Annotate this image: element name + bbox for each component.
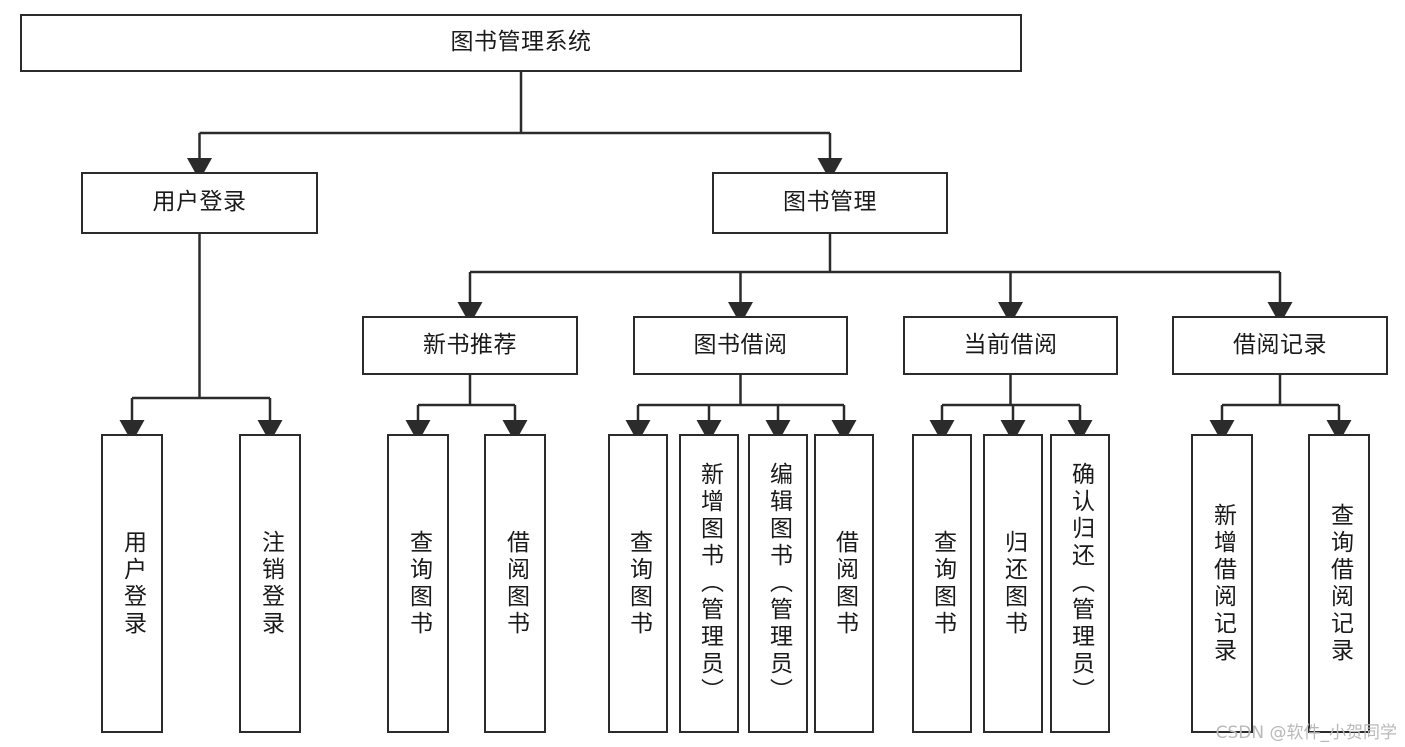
node-user_login[interactable]: 用户登录 — [81, 172, 318, 234]
node-current_borrow[interactable]: 当前借阅 — [903, 316, 1118, 375]
node-label: 用户登录 — [152, 189, 247, 216]
node-leaf_borrow_book_a[interactable]: 借阅图书 — [484, 434, 546, 733]
node-label: 新增图书（管理员） — [696, 462, 723, 705]
node-label: 查询图书 — [625, 529, 652, 638]
node-leaf_confirm_return[interactable]: 确认归还（管理员） — [1050, 434, 1110, 733]
node-root[interactable]: 图书管理系统 — [20, 14, 1022, 72]
node-leaf_query_book_c[interactable]: 查询图书 — [912, 434, 972, 733]
node-leaf_user_login[interactable]: 用户登录 — [101, 434, 163, 733]
node-leaf_query_record[interactable]: 查询借阅记录 — [1308, 434, 1370, 733]
node-label: 当前借阅 — [963, 331, 1058, 358]
node-label: 用户登录 — [119, 529, 146, 638]
node-label: 借阅图书 — [831, 529, 858, 638]
node-book_borrow[interactable]: 图书借阅 — [633, 316, 848, 375]
node-label: 查询图书 — [929, 529, 956, 638]
node-leaf_logout[interactable]: 注销登录 — [239, 434, 301, 733]
node-label: 确认归还（管理员） — [1067, 462, 1094, 705]
node-label: 注销登录 — [257, 529, 284, 638]
node-label: 查询图书 — [405, 529, 432, 638]
node-label: 图书借阅 — [693, 331, 788, 358]
node-label: 新书推荐 — [423, 331, 517, 358]
node-leaf_query_book_a[interactable]: 查询图书 — [387, 434, 449, 733]
node-leaf_add_record[interactable]: 新增借阅记录 — [1191, 434, 1253, 733]
node-label: 查询借阅记录 — [1326, 502, 1353, 665]
node-label: 图书管理 — [783, 189, 877, 216]
node-leaf_return_book[interactable]: 归还图书 — [983, 434, 1043, 733]
node-leaf_add_book[interactable]: 新增图书（管理员） — [679, 434, 739, 733]
node-label: 图书管理系统 — [450, 29, 592, 56]
node-label: 借阅图书 — [502, 529, 529, 638]
node-leaf_query_book_b[interactable]: 查询图书 — [608, 434, 668, 733]
node-label: 编辑图书（管理员） — [765, 462, 792, 705]
watermark-text: CSDN @软件_小贺同学 — [1215, 723, 1397, 743]
node-label: 归还图书 — [1000, 529, 1027, 638]
node-borrow_record[interactable]: 借阅记录 — [1172, 316, 1388, 375]
node-leaf_borrow_book_b[interactable]: 借阅图书 — [814, 434, 874, 733]
node-leaf_edit_book[interactable]: 编辑图书（管理员） — [748, 434, 808, 733]
node-label: 借阅记录 — [1233, 331, 1327, 358]
node-new_book_rec[interactable]: 新书推荐 — [362, 316, 578, 375]
node-book_manage[interactable]: 图书管理 — [712, 172, 948, 234]
node-label: 新增借阅记录 — [1209, 502, 1236, 665]
